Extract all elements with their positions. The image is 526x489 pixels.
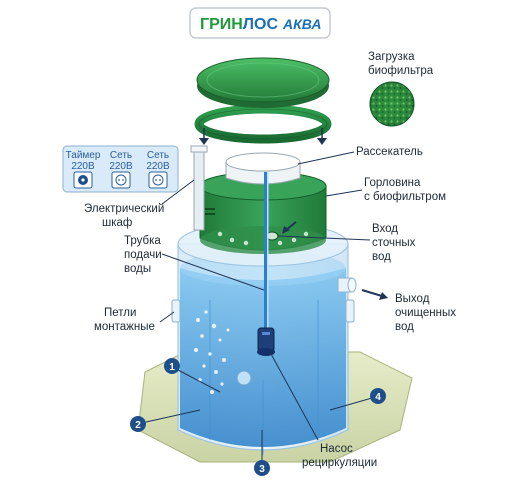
svg-text:2: 2 — [135, 420, 141, 431]
svg-text:очищенных: очищенных — [395, 307, 456, 319]
svg-text:шкаф: шкаф — [102, 217, 132, 229]
panel-label: Сеть — [110, 150, 132, 161]
panel-voltage: 220В — [71, 161, 95, 172]
panel-item-socket-2: Сеть 220В — [146, 150, 170, 189]
svg-text:Горловина: Горловина — [364, 177, 421, 189]
svg-text:воды: воды — [124, 263, 151, 275]
outlet-pipe — [337, 277, 357, 293]
panel-voltage: 220В — [146, 161, 170, 172]
panel-voltage: 220В — [109, 161, 133, 172]
svg-text:Петли: Петли — [104, 307, 136, 319]
marker-1: 1 — [164, 358, 221, 393]
panel-item-timer: Таймер 220В — [66, 150, 101, 189]
svg-text:Загрузка: Загрузка — [368, 51, 415, 63]
mounting-loop — [171, 299, 181, 323]
inlet-arrow-icon — [282, 226, 290, 234]
svg-text:вод: вод — [395, 321, 414, 333]
supply-tube — [264, 172, 269, 340]
svg-text:1: 1 — [169, 362, 175, 373]
label-supply-pipe: Трубка подачи воды — [124, 235, 265, 291]
seal-ring — [194, 104, 332, 144]
svg-text:биофильтра: биофильтра — [368, 65, 434, 77]
electric-cabinet-post — [190, 145, 208, 231]
marker-3: 3 — [254, 430, 270, 476]
svg-text:вод: вод — [372, 251, 391, 263]
svg-text:4: 4 — [375, 392, 381, 403]
socket-icon — [152, 174, 164, 186]
label-pump: Насос рециркуляции — [269, 351, 377, 469]
svg-text:Рассекатель: Рассекатель — [356, 146, 423, 158]
label-inlet: Вход сточных вод — [277, 221, 416, 263]
assembly-arrows — [199, 128, 327, 145]
label-neck: Горловина с биофильтром — [325, 177, 446, 203]
aeration-bubbles — [194, 310, 230, 394]
panel-label: Сеть — [147, 150, 169, 161]
svg-text:Электрический: Электрический — [84, 203, 164, 215]
outlet-arrow-icon — [379, 292, 388, 300]
marker-2: 2 — [130, 409, 201, 432]
svg-text:с биофильтром: с биофильтром — [364, 191, 446, 203]
water-body — [180, 268, 346, 447]
electric-panel: Таймер 220В Сеть 220В Сеть 220В — [62, 145, 179, 193]
diffuser — [225, 152, 301, 185]
brand-part-2: ЛОС — [243, 16, 279, 33]
lid — [196, 57, 330, 108]
svg-text:Вход: Вход — [372, 223, 398, 235]
panel-item-socket-1: Сеть 220В — [109, 150, 133, 189]
socket-icon — [115, 174, 127, 186]
biofilter-load-sample — [369, 81, 415, 127]
label-mounting-loops: Петли монтажные — [94, 307, 175, 333]
panel-label: Таймер — [66, 150, 101, 161]
brand-part-1: ГРИН — [200, 16, 243, 33]
svg-text:Насос: Насос — [320, 443, 353, 455]
svg-text:3: 3 — [259, 464, 265, 475]
marker-4: 4 — [329, 388, 386, 411]
label-biofilter-load: Загрузка биофильтра — [368, 51, 434, 77]
svg-text:подачи: подачи — [124, 249, 162, 261]
recirculation-pump — [257, 327, 275, 356]
label-outlet: Выход очищенных вод — [361, 289, 456, 333]
label-diffuser: Рассекатель — [297, 146, 423, 165]
svg-text:монтажные: монтажные — [94, 321, 155, 333]
svg-text:Выход: Выход — [395, 293, 430, 305]
svg-text:сточных: сточных — [372, 237, 416, 249]
label-electric-cabinet: Электрический шкаф — [84, 179, 195, 229]
svg-text:рециркуляции: рециркуляции — [302, 457, 377, 469]
svg-text:Трубка: Трубка — [124, 235, 161, 247]
brand-part-3: АКВА — [282, 16, 321, 32]
